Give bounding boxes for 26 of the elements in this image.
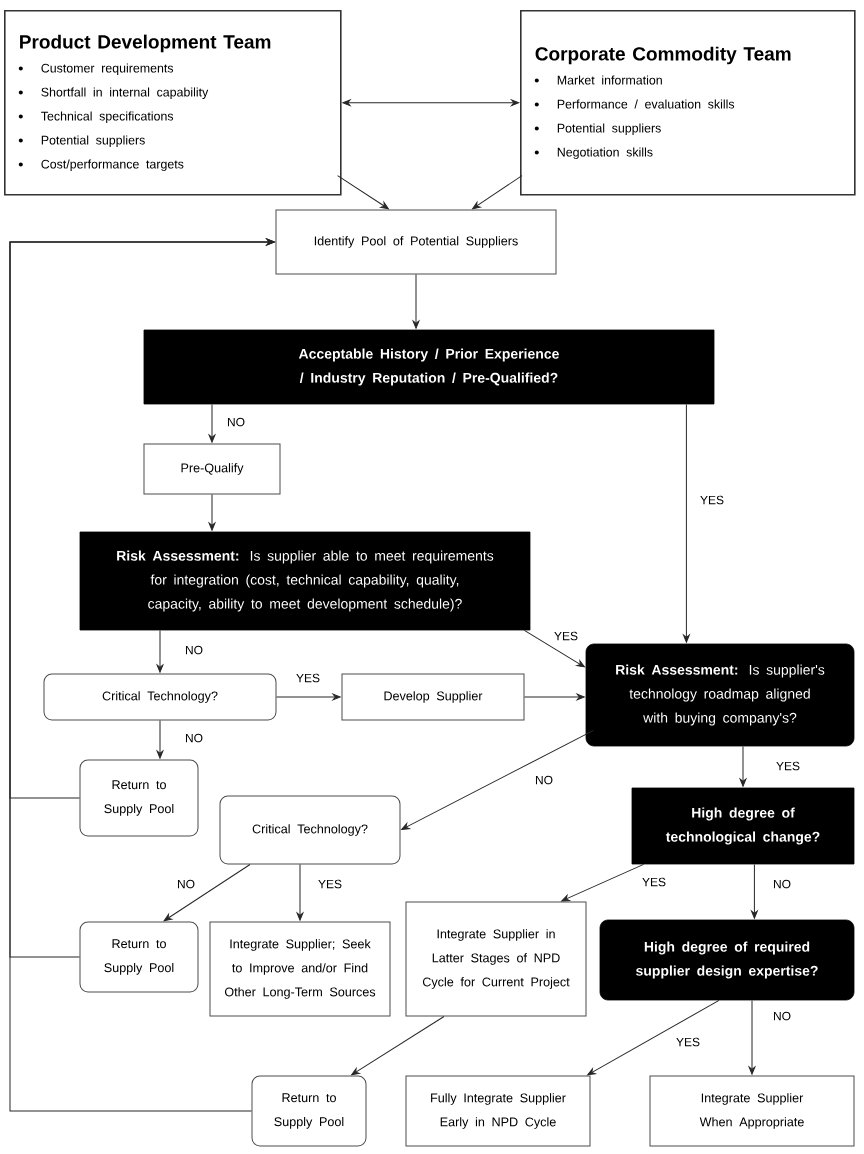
arrow (342, 99, 520, 107)
arrow (156, 629, 164, 673)
arrow (276, 693, 341, 701)
box-title: Product Development Team (20, 34, 271, 53)
arrow (351, 1016, 445, 1076)
arrow (296, 864, 304, 921)
team-box (520, 10, 856, 196)
arrow (163, 864, 251, 922)
arrow (9, 238, 275, 1112)
arrow (748, 999, 756, 1075)
arrow (472, 175, 523, 210)
arrow (683, 403, 690, 643)
arrow (587, 999, 720, 1076)
arrow (523, 629, 585, 668)
arrow (751, 863, 758, 919)
arrow (156, 720, 164, 759)
arrow (208, 403, 216, 443)
team-box (4, 10, 342, 196)
arrow (208, 494, 216, 531)
arrow (524, 693, 585, 701)
arrow (337, 175, 389, 210)
arrow (561, 863, 645, 902)
arrow (412, 274, 420, 329)
box-title: Corporate Commodity Team (535, 46, 791, 65)
arrow (739, 745, 747, 787)
arrow (401, 729, 595, 830)
